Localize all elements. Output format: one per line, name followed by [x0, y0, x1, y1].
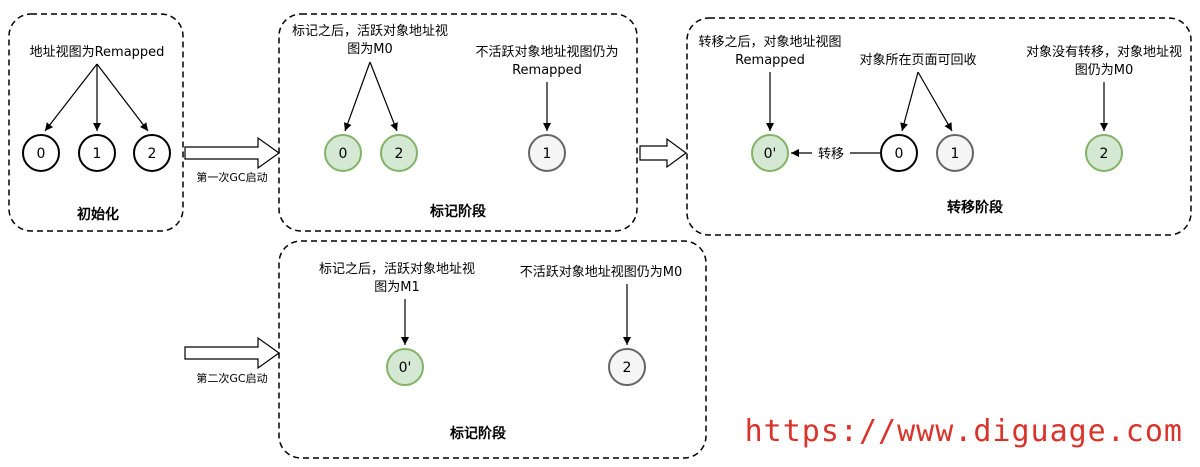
- relocate-node-1: [936, 134, 974, 172]
- mark2-node-2-text: 2: [623, 360, 632, 376]
- first-gc-arrow-shape: [184, 136, 281, 170]
- mark1-node-1: [528, 134, 566, 172]
- init-label: 地址视图为Remapped: [30, 45, 165, 60]
- relocate-moved-label-line1: 转移之后，对象地址视图: [698, 35, 841, 50]
- mark1-live-label-line1: 标记之后，活跃对象地址视: [292, 24, 448, 39]
- panel-mark1-border: [278, 13, 638, 232]
- panel-mark1: 标记之后，活跃对象地址视 图为M0 0 2 不活跃对象地址视图仍为 Remapp…: [278, 13, 638, 232]
- second-gc-label: 第二次GC启动: [196, 371, 267, 385]
- mark1-node-2: [380, 134, 418, 172]
- relocate-node-0: [880, 134, 918, 172]
- mark1-node-2-text: 2: [395, 146, 404, 162]
- relocate-node-0-text: 0: [895, 146, 904, 162]
- panel-init-border: [8, 13, 184, 232]
- relocate-move-label-bg: [812, 144, 850, 162]
- relocate-move-label: 转移: [818, 147, 844, 162]
- init-edge-2: [96, 63, 149, 132]
- relocate-node-0prime: [751, 134, 789, 172]
- mark1-live-label-line2: 图为M0: [347, 42, 393, 57]
- relocate-node-1-text: 1: [951, 146, 960, 162]
- relocate-page-label: 对象所在页面可回收: [859, 53, 976, 68]
- mark2-dead-label: 不活跃对象地址视图仍为M0: [520, 265, 683, 280]
- init-edge-0: [44, 63, 98, 132]
- init-node-1-text: 1: [93, 146, 102, 162]
- mark1-dead-label-line1: 不活跃对象地址视图仍为: [475, 45, 618, 60]
- init-node-2-text: 2: [148, 146, 157, 162]
- relocate-edge-1: [917, 71, 953, 132]
- mark1-edge-2: [369, 61, 398, 132]
- mark1-title: 标记阶段: [429, 203, 486, 220]
- relocate-node-2: [1085, 134, 1123, 172]
- mark1-node-0-text: 0: [339, 146, 348, 162]
- relocate-edge-0: [900, 71, 919, 132]
- init-title: 初始化: [77, 206, 119, 223]
- relocate-title: 转移阶段: [947, 199, 1003, 216]
- relocate-moved-label-line2: Remapped: [735, 53, 805, 68]
- watermark-url: https://www.diguage.com: [745, 414, 1183, 449]
- init-node-2: [133, 134, 171, 172]
- relocate-node-0prime-text: 0': [764, 146, 777, 162]
- mark1-node-0: [324, 134, 362, 172]
- mark2-live-label-line1: 标记之后，活跃对象地址视: [319, 262, 475, 277]
- panel-mark2: 标记之后，活跃对象地址视 图为M1 0' 不活跃对象地址视图仍为M0 2 标记阶…: [278, 240, 707, 459]
- relocate-unmoved-label-line1: 对象没有转移，对象地址视: [1026, 45, 1182, 60]
- panel-mark2-border: [278, 240, 707, 459]
- panel-init: 地址视图为Remapped 0 1 2 初始化: [8, 13, 184, 232]
- mark2-node-2: [608, 348, 646, 386]
- relocate-arrow-shape: [639, 137, 688, 169]
- relocate-unmoved-label-line2: 图仍为M0: [1075, 63, 1134, 78]
- init-node-0-text: 0: [37, 146, 46, 162]
- panel-relocate-border: [686, 17, 1192, 236]
- mark1-edge-0: [343, 61, 371, 132]
- second-gc-arrow: 第二次GC启动: [184, 336, 281, 385]
- mark1-dead-label-line2: Remapped: [512, 63, 582, 78]
- panel-relocate: 转移之后，对象地址视图 Remapped 0' 对象所在页面可回收 0 1 转移…: [686, 17, 1192, 236]
- mark1-node-1-text: 1: [543, 146, 552, 162]
- relocate-arrow: [639, 137, 688, 169]
- relocate-node-2-text: 2: [1100, 146, 1109, 162]
- mark2-title: 标记阶段: [449, 425, 506, 442]
- mark2-node-0prime: [386, 348, 424, 386]
- second-gc-arrow-shape: [184, 336, 281, 370]
- mark2-live-label-line2: 图为M1: [374, 280, 420, 295]
- init-node-0: [22, 134, 60, 172]
- mark2-node-0prime-text: 0': [399, 360, 412, 376]
- init-node-1: [78, 134, 116, 172]
- first-gc-arrow: 第一次GC启动: [184, 136, 281, 184]
- first-gc-label: 第一次GC启动: [196, 170, 267, 184]
